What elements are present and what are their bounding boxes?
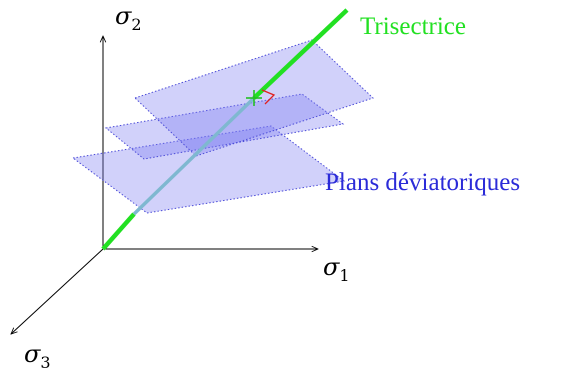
sigma3-axis — [11, 248, 104, 334]
sigma1-label: σ1 — [323, 253, 350, 285]
intersection-marker — [246, 90, 262, 106]
trisectrice-label: Trisectrice — [360, 13, 466, 40]
trisectrice-inside-planes — [132, 96, 256, 216]
sigma2-label: σ2 — [115, 2, 142, 34]
plans-deviatoriques-label: Plans déviatoriques — [325, 169, 520, 196]
right-angle-symbol — [261, 89, 276, 105]
sigma3-label: σ3 — [24, 340, 51, 372]
trisectrice-upper — [252, 8, 349, 100]
trisectrice-lower — [101, 212, 136, 251]
deviatoric-plane-lower — [71, 125, 346, 214]
